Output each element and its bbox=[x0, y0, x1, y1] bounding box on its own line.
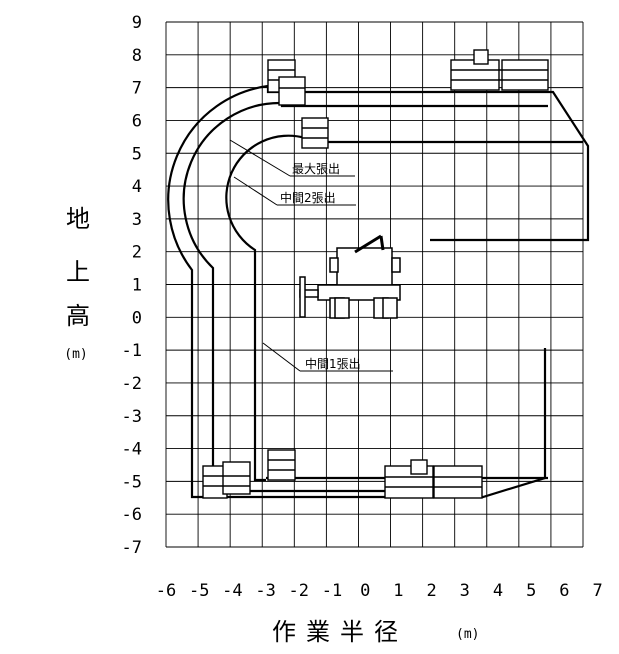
y-tick-label: -1 bbox=[122, 341, 142, 361]
x-axis-label: 作業半径 bbox=[272, 618, 408, 646]
x-tick-label: 4 bbox=[493, 581, 503, 601]
y-tick-label: 9 bbox=[132, 13, 142, 33]
y-tick-label: -6 bbox=[122, 505, 142, 525]
y-tick-label: -2 bbox=[122, 374, 142, 394]
x-tick-label: 0 bbox=[360, 581, 370, 601]
y-tick-label: 3 bbox=[132, 210, 142, 230]
outer-bottom-line bbox=[201, 348, 547, 499]
x-tick-label: 1 bbox=[393, 581, 403, 601]
y-tick-label: -4 bbox=[122, 440, 142, 460]
platform-top-right bbox=[450, 49, 549, 91]
y-tick-label: 7 bbox=[132, 79, 142, 99]
y-axis-label-char-3: 高 bbox=[66, 302, 90, 330]
y-tick-label: -5 bbox=[122, 472, 142, 492]
leader-middle bbox=[233, 176, 278, 206]
truck bbox=[299, 234, 401, 319]
y-axis-label-char-1: 地 bbox=[66, 205, 90, 233]
y-tick-label: 2 bbox=[132, 243, 142, 263]
middle-envelope bbox=[182, 101, 548, 499]
x-tick-label: -5 bbox=[189, 581, 209, 601]
y-tick-label: -7 bbox=[122, 538, 142, 558]
platform-bottom-left bbox=[202, 461, 251, 499]
x-tick-label: 7 bbox=[592, 581, 602, 601]
platform-bottom-right bbox=[384, 459, 483, 499]
y-axis-label-char-2: 上 bbox=[66, 258, 90, 286]
leader-outer bbox=[229, 139, 291, 177]
x-tick-labels: -6 -5 -4 -3 -2 -1 0 1 2 3 4 5 6 7 bbox=[156, 581, 603, 601]
platform-top-left bbox=[267, 59, 306, 106]
y-tick-label: 5 bbox=[132, 144, 142, 164]
y-tick-labels: 9 8 7 6 5 4 3 2 1 0 -1 -2 -3 -4 -5 -6 -7 bbox=[122, 13, 142, 558]
leader-inner bbox=[262, 342, 301, 372]
label-max-extension: 最大張出 bbox=[292, 162, 340, 176]
platform-bottom-inner bbox=[267, 449, 296, 481]
platform-inner-top bbox=[301, 117, 329, 149]
x-tick-label: 3 bbox=[460, 581, 470, 601]
x-tick-label: -4 bbox=[222, 581, 242, 601]
y-tick-label: 1 bbox=[132, 276, 142, 296]
x-tick-label: -3 bbox=[255, 581, 275, 601]
annotations bbox=[229, 139, 393, 372]
y-tick-label: 4 bbox=[132, 177, 142, 197]
x-tick-label: 6 bbox=[559, 581, 569, 601]
x-tick-label: -6 bbox=[156, 581, 176, 601]
y-tick-label: 6 bbox=[132, 111, 142, 131]
x-tick-label: -1 bbox=[322, 581, 342, 601]
x-tick-label: -2 bbox=[289, 581, 309, 601]
x-tick-label: 5 bbox=[526, 581, 536, 601]
label-middle2-extension: 中間2張出 bbox=[280, 190, 336, 205]
y-tick-label: 8 bbox=[132, 46, 142, 66]
x-tick-label: 2 bbox=[426, 581, 436, 601]
inner-envelope bbox=[225, 134, 583, 482]
x-axis-unit: (m) bbox=[456, 627, 479, 642]
label-middle1-extension: 中間1張出 bbox=[305, 356, 361, 371]
y-tick-label: -3 bbox=[122, 407, 142, 427]
y-axis-unit: (m) bbox=[64, 347, 87, 362]
platforms bbox=[202, 49, 549, 499]
y-tick-label: 0 bbox=[132, 308, 142, 328]
